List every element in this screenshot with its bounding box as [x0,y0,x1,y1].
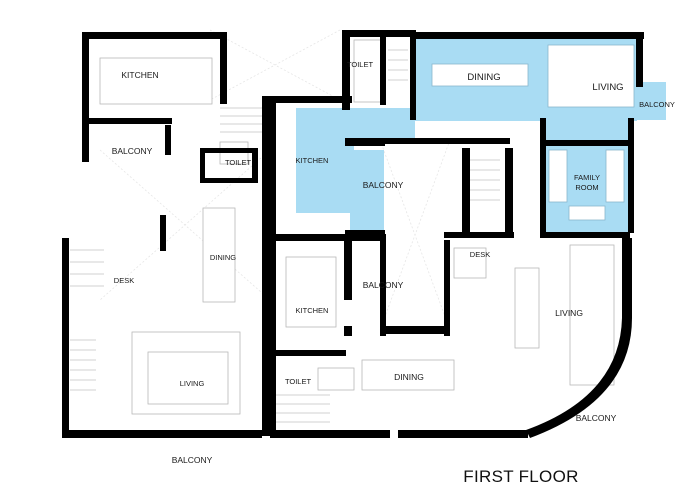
label-kitchen-top: KITCHEN [296,156,329,165]
stairs-toilet-area [275,394,330,423]
label-toilet-center: TOILET [285,377,312,386]
label-kitchen-west: KITCHEN [121,70,158,80]
label-desk-west: DESK [114,276,134,285]
label-kitchen-center: KITCHEN [296,306,329,315]
construction-lines [99,29,451,331]
plan-title: FIRST FLOOR [463,467,578,486]
label-balcony-top-right: BALCONY [639,100,675,109]
label-living-top: LIVING [592,82,623,93]
walls [62,30,644,438]
label-dining-west: DINING [210,253,236,262]
label-balcony-top-center: BALCONY [363,180,404,190]
stairs-center [470,159,500,201]
label-balcony-bottom: BALCONY [172,455,213,465]
highlighted-rooms [296,37,666,232]
label-balcony-west: BALCONY [112,146,153,156]
label-balcony-curve: BALCONY [576,413,617,423]
label-dining-top: DINING [467,72,500,83]
stairs-west [70,249,104,391]
label-living-east: LIVING [555,308,583,318]
stairs-top-toilet [388,49,408,81]
room-labels: KITCHEN BALCONY TOILET DINING DESK LIVIN… [112,60,675,465]
label-living-west: LIVING [180,379,205,388]
label-toilet-top: TOILET [347,60,374,69]
label-desk-center: DESK [470,250,490,259]
furniture [99,39,615,415]
label-balcony-center: BALCONY [363,280,404,290]
label-toilet-west: TOILET [225,158,252,167]
label-dining-center: DINING [394,372,424,382]
